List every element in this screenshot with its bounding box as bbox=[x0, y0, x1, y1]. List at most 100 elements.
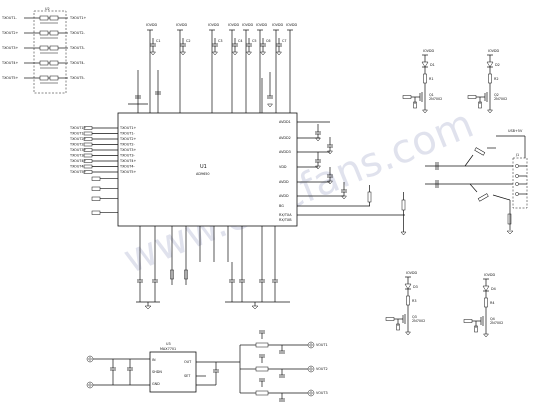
u1-right-pin-label: RX/TXB bbox=[279, 218, 292, 222]
fet-part: 2N7002 bbox=[494, 97, 507, 101]
connector-j1: J1 USB+5V bbox=[425, 129, 528, 235]
u1-left-pin-label: TXOUT1- bbox=[69, 132, 86, 136]
u1-inner-pin-label: TXOUT4+ bbox=[119, 159, 137, 163]
led-driver-circuits: IOVDDD1R1Q12N7002IOVDDD2R2Q22N7002IOVDDD… bbox=[385, 49, 507, 338]
u1-right-pin-label: VDD bbox=[279, 165, 287, 169]
u1-left-pin-label: TXOUT3- bbox=[69, 154, 86, 158]
rx-resistor bbox=[39, 60, 49, 66]
rx-resistor bbox=[39, 75, 49, 81]
led-diode bbox=[486, 61, 494, 68]
rx-label-left: TXOUT3+ bbox=[1, 46, 19, 50]
u1-inner-pin-label: TXOUT3- bbox=[119, 154, 136, 158]
regulator-ref: U3 bbox=[166, 342, 171, 346]
rx-resistor bbox=[39, 30, 49, 36]
top-cap-label: C5 bbox=[252, 39, 257, 43]
led-resistor bbox=[406, 295, 410, 306]
u1-right-pin-label: AVDD1 bbox=[279, 120, 291, 124]
connector-ref: J1 bbox=[515, 153, 519, 157]
reg-pin-left: IN bbox=[152, 358, 156, 362]
top-cap-label: C2 bbox=[186, 39, 191, 43]
led-resistor bbox=[423, 73, 427, 84]
decoupling-caps-bottom bbox=[136, 262, 290, 310]
top-net-label: IOVDD bbox=[272, 23, 284, 27]
ferrite-bead bbox=[255, 390, 269, 396]
connector-label: USB+5V bbox=[508, 129, 523, 133]
fet-part: 2N7002 bbox=[429, 97, 442, 101]
led-diode bbox=[421, 61, 429, 68]
reg-pin-right: SET bbox=[184, 374, 191, 378]
led-vdd-label: IOVDD bbox=[484, 273, 496, 277]
rx-resistor bbox=[49, 60, 59, 66]
rx-resistor bbox=[49, 30, 59, 36]
rx-resistor bbox=[49, 45, 59, 51]
u1-left-pin-label: TXOUT2- bbox=[69, 143, 86, 147]
led-resistor bbox=[484, 297, 488, 308]
top-cap-label: C3 bbox=[218, 39, 223, 43]
led-res-ref: R3 bbox=[412, 299, 417, 303]
rx-label-left: TXOUT4+ bbox=[1, 61, 19, 65]
top-cap-label: C4 bbox=[238, 39, 243, 43]
regulator-part: MAX7701 bbox=[160, 347, 176, 351]
rx-resistor bbox=[49, 15, 59, 21]
u1-ref: U1 bbox=[200, 164, 207, 170]
output-label: VOUT2 bbox=[316, 367, 328, 371]
u1-right-pin-label: BG bbox=[279, 204, 284, 208]
u1-left-pin-label: TXOUT4- bbox=[69, 165, 86, 169]
led-ref: D3 bbox=[413, 285, 418, 289]
rx-resistor bbox=[39, 15, 49, 21]
u1-left-pin-label: TXOUT2+ bbox=[69, 137, 87, 141]
u1-inner-pin-label: TXOUT4- bbox=[119, 165, 136, 169]
u1-inner-pin-label: TXOUT5+ bbox=[119, 170, 137, 174]
receiver-ref: U2 bbox=[45, 7, 50, 11]
u1-left-pin-label: TXOUT3+ bbox=[69, 148, 87, 152]
main-ic-u1: U1 AD9650 TXOUT1+TXOUT1+TXOUT1-TXOUT1-TX… bbox=[69, 23, 298, 262]
led-ref: D4 bbox=[491, 287, 496, 291]
u1-right-network bbox=[297, 121, 407, 236]
rx-label-left: TXOUT2+ bbox=[1, 31, 19, 35]
ferrite-bead bbox=[255, 342, 269, 348]
rx-label-left: TXOUT5+ bbox=[1, 76, 19, 80]
ferrite-bead bbox=[255, 366, 269, 372]
top-net-label: IOVDD bbox=[146, 23, 158, 27]
u1-inner-pin-label: TXOUT2+ bbox=[119, 137, 137, 141]
fet-part: 2N7002 bbox=[412, 319, 425, 323]
top-net-label: IOVDD bbox=[208, 23, 220, 27]
rx-label-right: TXOUT3- bbox=[69, 46, 86, 50]
output-label: VOUT1 bbox=[316, 343, 328, 347]
u1-right-pin-label: AVDD2 bbox=[279, 136, 291, 140]
fet-ref: Q3 bbox=[412, 315, 417, 319]
led-res-ref: R1 bbox=[429, 77, 434, 81]
top-net-label: IOVDD bbox=[176, 23, 188, 27]
led-ref: D2 bbox=[495, 63, 500, 67]
fet-ref: Q2 bbox=[494, 93, 499, 97]
fet-ref: Q1 bbox=[429, 93, 434, 97]
led-ref: D1 bbox=[430, 63, 435, 67]
top-cap-label: C1 bbox=[156, 39, 161, 43]
led-vdd-label: IOVDD bbox=[406, 271, 418, 275]
rx-resistor bbox=[39, 45, 49, 51]
u1-part: AD9650 bbox=[196, 172, 210, 176]
u1-inner-pin-label: TXOUT2- bbox=[119, 143, 136, 147]
reg-pin-right: OUT bbox=[184, 360, 192, 364]
reg-pin-left: SHDN bbox=[152, 370, 162, 374]
rx-label-left: TXOUT1- bbox=[1, 16, 18, 20]
led-res-ref: R4 bbox=[490, 301, 495, 305]
rx-label-right: TXOUT4- bbox=[69, 61, 86, 65]
led-resistor bbox=[488, 73, 492, 84]
top-cap-label: C6 bbox=[266, 39, 271, 43]
top-net-label: IOVDD bbox=[242, 23, 254, 27]
u1-right-pin-label: AVDD bbox=[279, 194, 289, 198]
u1-right-pin-label: AVDD3 bbox=[279, 150, 291, 154]
led-diode bbox=[482, 285, 490, 292]
u1-left-pin-label: TXOUT4+ bbox=[69, 159, 87, 163]
rx-resistor bbox=[49, 75, 59, 81]
led-res-ref: R2 bbox=[494, 77, 499, 81]
u1-left-pin-label: TXOUT5+ bbox=[69, 170, 87, 174]
rx-label-right: TXOUT2- bbox=[69, 31, 86, 35]
fet-part: 2N7002 bbox=[490, 321, 503, 325]
top-cap-label: C7 bbox=[282, 39, 287, 43]
u1-inner-pin-label: TXOUT1- bbox=[119, 132, 136, 136]
